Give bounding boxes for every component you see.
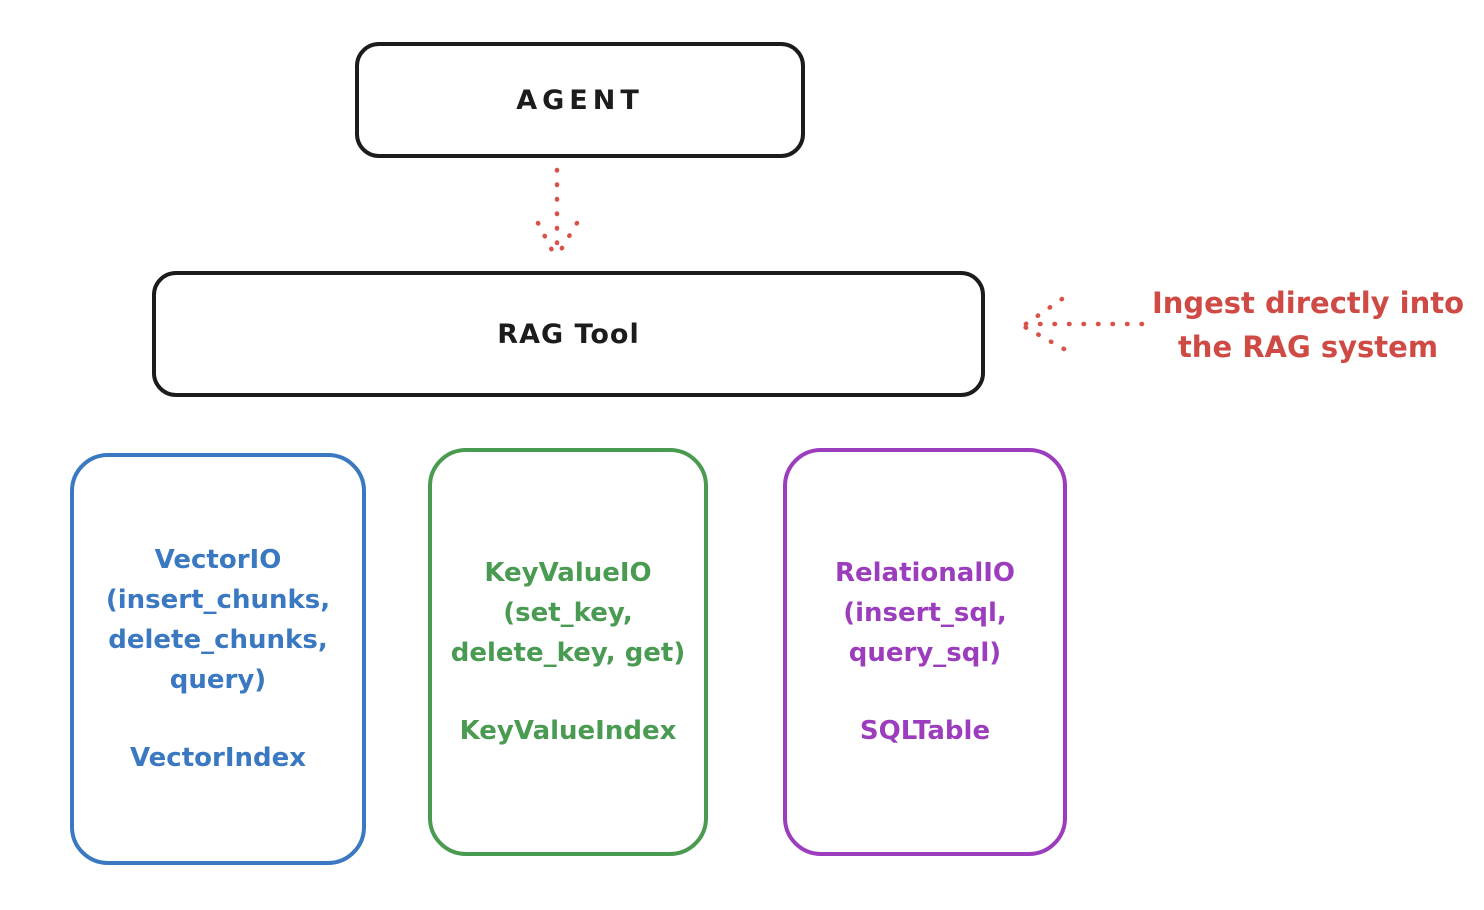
box-title-line: query_sql) xyxy=(848,638,1002,668)
box-title-line: delete_chunks, xyxy=(108,625,328,655)
box-title-line: (insert_sql, xyxy=(843,598,1007,628)
box-title-line: KeyValueIO xyxy=(484,558,652,588)
annotation-line-2: the RAG system xyxy=(1177,330,1439,364)
agent-to-ragtool-arrow-icon xyxy=(535,167,580,261)
box-index-label: SQLTable xyxy=(859,716,991,746)
ingest-annotation-arrow-icon xyxy=(1020,296,1145,352)
rag-tool-label: RAG Tool xyxy=(497,318,640,350)
vector-io-box: VectorIO (insert_chunks, delete_chunks, … xyxy=(70,453,366,865)
box-title-line: query) xyxy=(169,665,267,695)
box-title-line: (insert_chunks, xyxy=(105,585,331,615)
annotation-line-1: Ingest directly into xyxy=(1151,286,1465,320)
keyvalue-io-box: KeyValueIO (set_key, delete_key, get) Ke… xyxy=(428,448,708,856)
rag-tool-box: RAG Tool xyxy=(152,271,985,397)
agent-box: AGENT xyxy=(355,42,805,158)
annotation-text: Ingest directly into the RAG system xyxy=(1140,281,1476,369)
box-index-label: KeyValueIndex xyxy=(459,716,677,746)
relational-io-box: RelationalIO (insert_sql, query_sql) SQL… xyxy=(783,448,1067,856)
box-title-line: RelationalIO xyxy=(834,558,1016,588)
box-title-line: VectorIO xyxy=(154,545,282,575)
box-index-label: VectorIndex xyxy=(129,743,307,773)
box-title-line: delete_key, get) xyxy=(450,638,686,668)
agent-label: AGENT xyxy=(516,84,644,116)
box-title-line: (set_key, xyxy=(503,598,633,628)
